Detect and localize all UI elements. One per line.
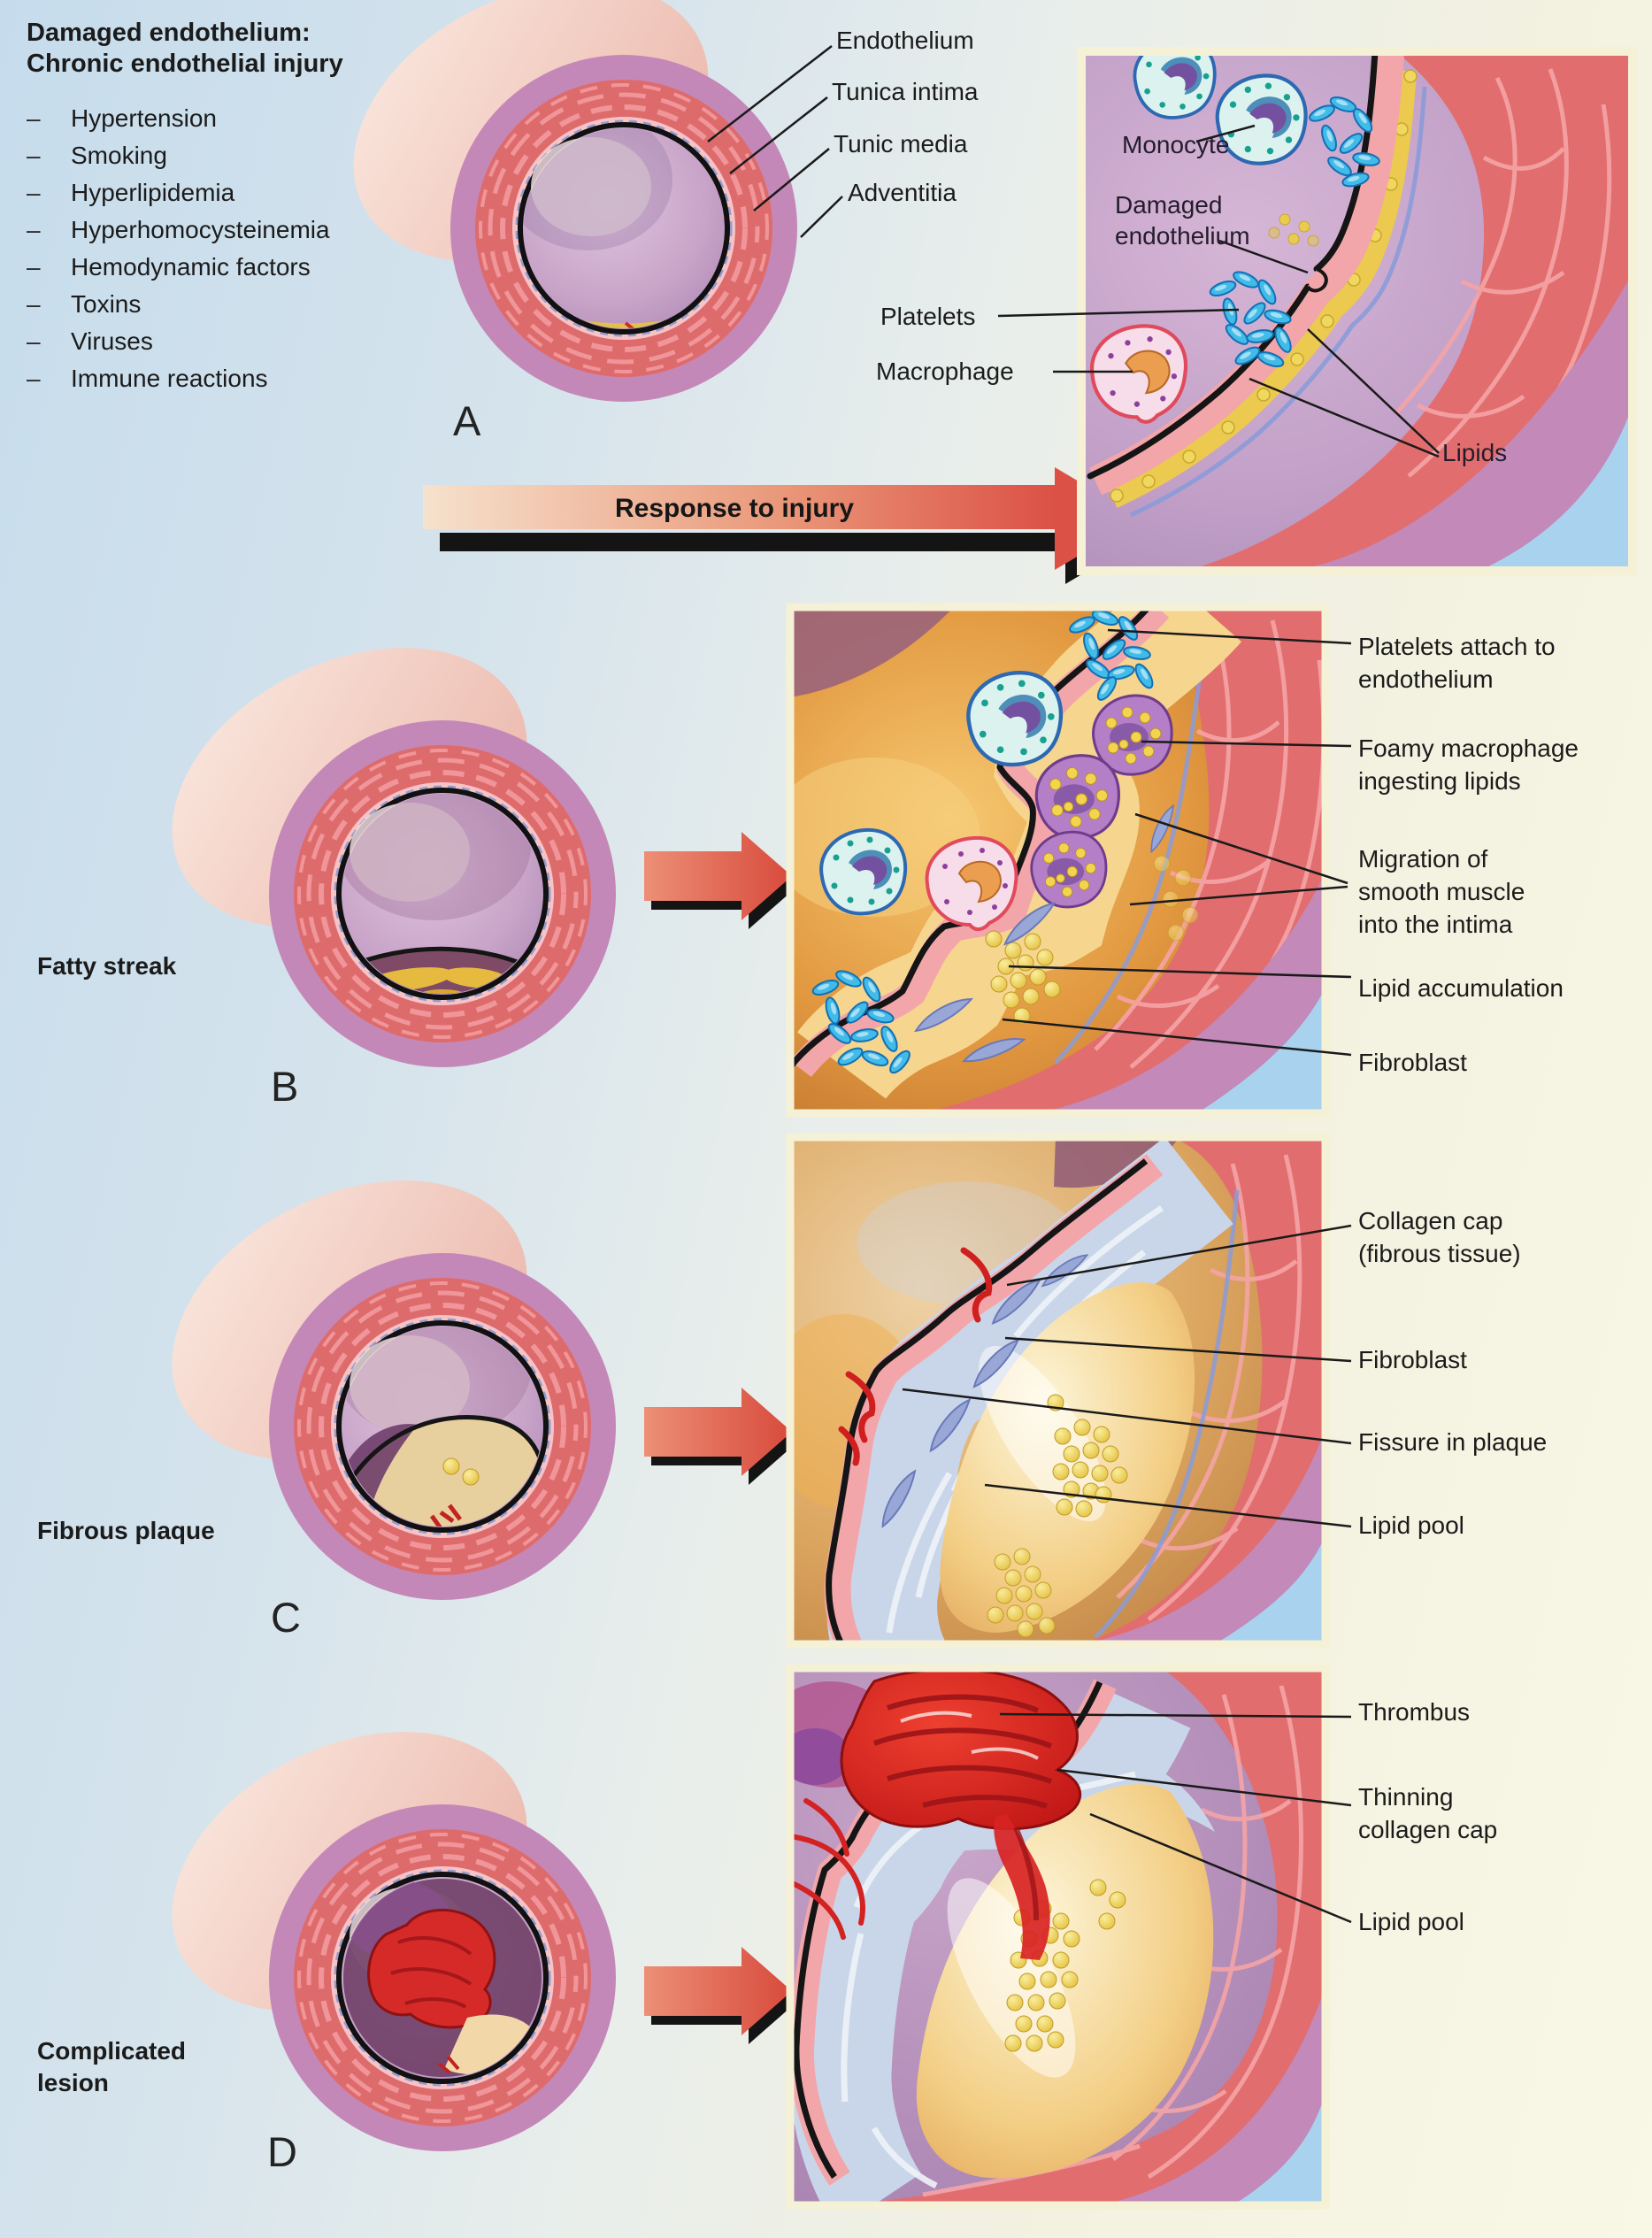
lipid-dots-band [1110, 69, 1418, 503]
risk-item-label: Smoking [71, 142, 167, 169]
rupture-stream [994, 1814, 1050, 1960]
risk-list-item: – Hyperhomocysteinemia [27, 214, 330, 246]
label-monocyte: Monocyte [1122, 131, 1230, 158]
label-adventitia: Adventitia [848, 179, 957, 206]
risk-item-label: Hyperhomocysteinemia [71, 216, 330, 243]
risk-list-item: – Hypertension [27, 103, 330, 135]
dash-bullet: – [27, 179, 41, 206]
foamy-macrophage [1034, 754, 1120, 840]
fibrous-plaque-detail-panel [786, 1133, 1330, 1649]
stage-letter-b: B [271, 1063, 299, 1110]
risk-panel-title: Damaged endothelium: Chronic endothelial… [27, 18, 343, 80]
response-arrow [423, 467, 1152, 584]
response-arrow-label: Response to injury [614, 494, 855, 523]
panel-c-label-fissure: Fissure in plaque [1358, 1428, 1548, 1456]
injury-panel-leader-lines [997, 124, 1440, 458]
label-tunica-intima: Tunica intima [832, 78, 979, 105]
panel-c-leader-lines [902, 1224, 1352, 1528]
stage-letter-d: D [267, 2128, 297, 2175]
dash-bullet: – [27, 290, 41, 318]
injury-detail-panel [1077, 47, 1637, 575]
label-lipids: Lipids [1442, 439, 1508, 466]
risk-list-item: – Smoking [27, 140, 330, 172]
panel-c-label-lipid-pool: Lipid pool [1358, 1511, 1464, 1539]
dash-bullet: – [27, 216, 41, 243]
panel-b-leader-lines [1002, 628, 1352, 1057]
dash-bullet: – [27, 327, 41, 355]
risk-item-label: Hypertension [71, 104, 217, 132]
artery-b-illustration [126, 592, 616, 1067]
risk-list-item: – Viruses [27, 326, 330, 358]
label-platelets: Platelets [880, 303, 976, 330]
dash-bullet: – [27, 253, 41, 281]
panel-b-label-fibroblast: Fibroblast [1358, 1049, 1467, 1076]
lipid-dots-escaping [1268, 213, 1319, 247]
panel-b-label-migration: Migration of smooth muscle into the inti… [1358, 845, 1525, 938]
fatty-streak-detail-panel [786, 603, 1330, 1118]
panel-d-leader-lines [999, 1712, 1352, 1924]
monocyte-cell [819, 827, 908, 916]
stage-b-title: Fatty streak [37, 952, 177, 980]
dash-bullet: – [27, 104, 41, 132]
artery-d-illustration [126, 1676, 616, 2151]
dash-bullet: – [27, 142, 41, 169]
risk-title-line2: Chronic endothelial injury [27, 50, 343, 78]
foamy-macrophage [1030, 830, 1108, 909]
panel-d-label-lipid-pool: Lipid pool [1358, 1908, 1464, 1935]
risk-item-label: Hemodynamic factors [71, 253, 311, 281]
label-damaged-endothelium: Damaged endothelium [1115, 191, 1250, 250]
block-arrow-c [644, 1388, 799, 1485]
stage-letter-c: C [271, 1594, 301, 1641]
damaged-endothelium-flap [1306, 267, 1328, 293]
panel-d-label-thrombus: Thrombus [1358, 1698, 1471, 1726]
panel-b-label-foamy-macrophage: Foamy macrophage ingesting lipids [1358, 734, 1579, 795]
panel-d-label-thinning-cap: Thinning collagen cap [1358, 1783, 1498, 1843]
stage-c-title: Fibrous plaque [37, 1517, 215, 1544]
complicated-lesion-detail-panel [786, 1664, 1330, 2210]
fissure-marks [429, 1504, 462, 1527]
artery-a-illustration [307, 0, 797, 402]
small-vessels [790, 1798, 865, 1940]
risk-list-item: – Hyperlipidemia [27, 177, 330, 209]
risk-list-item: – Hemodynamic factors [27, 251, 330, 283]
artery-c-illustration [126, 1125, 616, 1600]
risk-list-item: – Immune reactions [27, 363, 330, 395]
risk-title-line1: Damaged endothelium: [27, 19, 311, 47]
label-tunic-media: Tunic media [834, 130, 968, 158]
panel-c-label-collagen-cap: Collagen cap (fibrous tissue) [1358, 1207, 1521, 1267]
artery-a-leader-lines [707, 45, 843, 238]
monocyte-cell [1218, 76, 1306, 164]
risk-item-label: Hyperlipidemia [71, 179, 235, 206]
fissures [838, 1247, 993, 1466]
risk-item-label: Viruses [71, 327, 153, 355]
risk-item-label: Immune reactions [71, 365, 268, 392]
risk-list-item: – Toxins [27, 288, 330, 320]
monocyte-cell [968, 673, 1061, 765]
label-macrophage: Macrophage [876, 358, 1014, 385]
thrombus [840, 1668, 1081, 1831]
stage-letter-a: A [453, 397, 481, 444]
dash-bullet: – [27, 365, 41, 392]
panel-b-label-lipid-accumulation: Lipid accumulation [1358, 974, 1564, 1002]
panel-b-label-platelets-attach: Platelets attach to endothelium [1358, 633, 1556, 693]
stage-d-title: Complicated lesion [37, 2037, 187, 2096]
block-arrow-d [644, 1947, 799, 2044]
block-arrow-b [644, 832, 799, 929]
panel-c-label-fibroblast: Fibroblast [1358, 1346, 1467, 1373]
risk-factor-list: – Hypertension – Smoking – Hyperlipidemia –… [27, 103, 330, 400]
label-endothelium: Endothelium [836, 27, 974, 54]
risk-item-label: Toxins [71, 290, 142, 318]
